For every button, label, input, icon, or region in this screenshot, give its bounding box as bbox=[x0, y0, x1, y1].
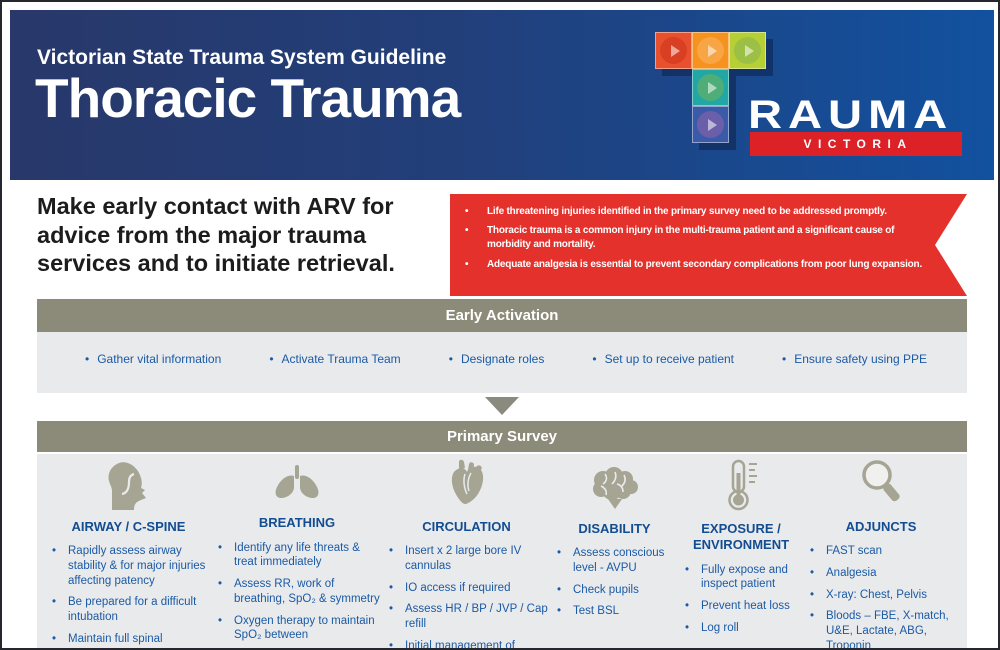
survey-column-circulation: CIRCULATION Insert x 2 large bore IV can… bbox=[384, 458, 549, 648]
logo-square-teal bbox=[692, 69, 729, 106]
column-item-list: Identify any life threats & treat immedi… bbox=[213, 541, 381, 648]
column-item: Prevent heat loss bbox=[680, 599, 802, 614]
early-activation-bar: Early Activation bbox=[37, 299, 967, 332]
column-item: Identify any life threats & treat immedi… bbox=[213, 541, 381, 570]
play-icon bbox=[660, 37, 687, 64]
column-item: Insert x 2 large bore IV cannulas bbox=[384, 544, 549, 573]
survey-column-disability: DISABILITY Assess conscious level - AVPU… bbox=[552, 458, 677, 648]
logo-square-green bbox=[729, 32, 766, 69]
survey-column-exposure: EXPOSURE / ENVIRONMENT Fully expose and … bbox=[680, 458, 802, 648]
column-item: Maintain full spinal bbox=[47, 632, 210, 647]
early-activation-item: Activate Trauma Team bbox=[269, 352, 401, 366]
survey-column-airway: AIRWAY / C-SPINE Rapidly assess airway s… bbox=[47, 458, 210, 648]
head-airway-icon bbox=[106, 458, 152, 510]
column-item-list: Assess conscious level - AVPU Check pupi… bbox=[552, 546, 677, 626]
page-title: Thoracic Trauma bbox=[35, 67, 461, 129]
column-heading: EXPOSURE / ENVIRONMENT bbox=[692, 521, 790, 553]
column-heading: AIRWAY / C-SPINE bbox=[71, 519, 186, 534]
column-item: Fully expose and inspect patient bbox=[680, 563, 802, 592]
column-item: Log roll bbox=[680, 621, 802, 636]
column-item: Oxygen therapy to maintain SpO₂ between bbox=[213, 614, 381, 643]
survey-column-breathing: BREATHING Identify any life threats & tr… bbox=[213, 458, 381, 648]
lungs-icon bbox=[270, 458, 324, 506]
survey-column-adjuncts: ADJUNCTS FAST scan Analgesia X-ray: Ches… bbox=[805, 458, 957, 648]
logo-square-red bbox=[655, 32, 692, 69]
alert-ribbon: Life threatening injuries identified in … bbox=[450, 194, 967, 296]
column-item: Initial management of hypovolaemia - cry… bbox=[384, 639, 549, 648]
play-icon bbox=[697, 111, 724, 138]
play-icon bbox=[697, 37, 724, 64]
early-activation-item: Designate roles bbox=[449, 352, 544, 366]
column-item-list: Fully expose and inspect patient Prevent… bbox=[680, 563, 802, 643]
early-activation-item: Gather vital information bbox=[85, 352, 221, 366]
play-icon bbox=[697, 74, 724, 101]
flow-down-arrow-icon bbox=[485, 397, 519, 415]
early-activation-item: Set up to receive patient bbox=[592, 352, 734, 366]
column-item-list: Rapidly assess airway stability & for ma… bbox=[47, 544, 210, 648]
guideline-eyebrow: Victorian State Trauma System Guideline bbox=[37, 46, 447, 69]
column-heading: DISABILITY bbox=[578, 521, 651, 536]
column-item: Assess conscious level - AVPU bbox=[552, 546, 677, 575]
column-item: IO access if required bbox=[384, 581, 549, 596]
play-icon bbox=[734, 37, 761, 64]
column-heading: ADJUNCTS bbox=[845, 519, 917, 534]
logo-square-blue bbox=[692, 106, 729, 143]
column-item: Assess RR, work of breathing, SpO₂ & sym… bbox=[213, 577, 381, 606]
intro-text: Make early contact with ARV for advice f… bbox=[37, 193, 395, 277]
column-item: X-ray: Chest, Pelvis bbox=[805, 588, 957, 603]
column-item: Rapidly assess airway stability & for ma… bbox=[47, 544, 210, 588]
column-item: FAST scan bbox=[805, 544, 957, 559]
alert-bullet: Adequate analgesia is essential to preve… bbox=[450, 258, 929, 272]
alert-bullet: Thoracic trauma is a common injury in th… bbox=[450, 224, 929, 252]
column-item: Bloods – FBE, X-match, U&E, Lactate, ABG… bbox=[805, 609, 957, 648]
early-activation-items: Gather vital information Activate Trauma… bbox=[37, 332, 967, 393]
column-item: Assess HR / BP / JVP / Cap refill bbox=[384, 602, 549, 631]
column-heading: BREATHING bbox=[258, 515, 336, 531]
column-heading: CIRCULATION bbox=[422, 519, 511, 534]
logo-square-orange bbox=[692, 32, 729, 69]
column-item: Check pupils bbox=[552, 583, 677, 598]
column-item-list: Insert x 2 large bore IV cannulas IO acc… bbox=[384, 544, 549, 648]
primary-survey-panel: AIRWAY / C-SPINE Rapidly assess airway s… bbox=[37, 454, 967, 648]
alert-bullet: Life threatening injuries identified in … bbox=[450, 205, 929, 219]
primary-survey-bar: Primary Survey bbox=[37, 421, 967, 452]
logo-wordmark: RAUMA bbox=[748, 93, 954, 137]
column-item: Analgesia bbox=[805, 566, 957, 581]
header-banner: Victorian State Trauma System Guideline … bbox=[10, 10, 994, 180]
heart-icon bbox=[445, 458, 489, 510]
logo-victoria-bar: VICTORIA bbox=[750, 132, 962, 156]
brain-icon bbox=[587, 458, 643, 512]
column-item: Test BSL bbox=[552, 604, 677, 619]
column-item: Be prepared for a difficult intubation bbox=[47, 595, 210, 624]
early-activation-item: Ensure safety using PPE bbox=[782, 352, 927, 366]
magnifier-icon bbox=[857, 458, 905, 510]
column-item-list: FAST scan Analgesia X-ray: Chest, Pelvis… bbox=[805, 544, 957, 648]
alert-bullet-list: Life threatening injuries identified in … bbox=[450, 194, 967, 272]
thermometer-icon bbox=[720, 458, 762, 512]
